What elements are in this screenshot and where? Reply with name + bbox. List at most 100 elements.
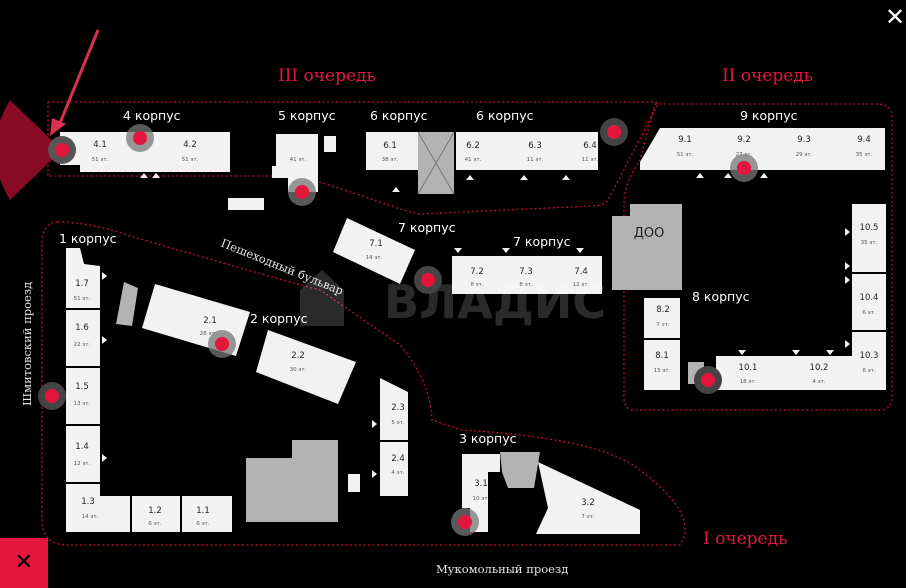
- building-3-2-floors: 7 эт.: [581, 514, 594, 520]
- building-10-3-number: 10.3: [860, 351, 879, 361]
- corpus-5-label: 5 корпус: [278, 108, 336, 123]
- building-9-1-floors: 51 эт.: [677, 152, 694, 158]
- corpus-7a-label: 7 корпус: [398, 220, 456, 235]
- building-3-1-floors: 10 эт.: [473, 496, 490, 502]
- viewpoint-marker[interactable]: [414, 266, 442, 294]
- corpus-1-label: 1 корпус: [59, 231, 117, 246]
- building-1-6-floors: 22 эт.: [74, 342, 91, 348]
- building-8-1[interactable]: 8.1 15 эт.: [644, 340, 680, 390]
- building-1-6[interactable]: 1.6 22 эт.: [66, 310, 100, 366]
- building-10-5-number: 10.5: [860, 223, 879, 233]
- corpus-6b-label: 6 корпус: [476, 108, 534, 123]
- building-1-5-number: 1.5: [75, 382, 89, 392]
- building-6-1[interactable]: 6.1 38 эт.: [366, 132, 418, 170]
- building-7-1[interactable]: 7.1 14 эт.: [333, 218, 415, 284]
- building-2-2[interactable]: 2.2 30 эт.: [256, 330, 356, 404]
- phase-1-title: I очередь: [703, 529, 787, 549]
- building-9-3[interactable]: 9.3 29 эт.: [773, 128, 835, 170]
- viewpoint-markers[interactable]: [38, 118, 758, 536]
- building-10-3[interactable]: 10.3 6 эт.: [852, 332, 886, 390]
- building-7-4-floors: 12 эт.: [573, 282, 590, 288]
- school-block: [246, 440, 338, 522]
- building-10-2[interactable]: 10.2 4 эт.: [785, 356, 852, 390]
- pointer-arrow: [50, 29, 100, 136]
- building-7-2[interactable]: 7.2 8 эт.: [452, 256, 502, 294]
- building-3-2[interactable]: 3.2 7 эт.: [536, 462, 640, 534]
- building-8-2-number: 8.2: [656, 305, 670, 315]
- building-6-2[interactable]: 6.2 41 эт.: [456, 132, 502, 170]
- building-1-2-number: 1.2: [148, 506, 162, 516]
- building-6-1-floors: 38 эт.: [382, 157, 399, 163]
- building-10-1-number: 10.1: [739, 363, 758, 373]
- viewpoint-marker[interactable]: [38, 382, 66, 410]
- viewpoint-marker[interactable]: [730, 154, 758, 182]
- building-7-4[interactable]: 7.4 12 эт.: [552, 256, 602, 294]
- building-7-1-number: 7.1: [369, 239, 383, 249]
- building-6-3-number: 6.3: [528, 141, 542, 151]
- building-9-1[interactable]: 9.1 51 эт.: [640, 128, 715, 170]
- building-2-3-number: 2.3: [391, 403, 405, 413]
- building-1-4-number: 1.4: [75, 442, 89, 452]
- building-10-3-floors: 6 эт.: [862, 368, 875, 374]
- viewpoint-marker[interactable]: [126, 124, 154, 152]
- building-8-2[interactable]: 8.2 7 эт.: [644, 298, 680, 338]
- building-6-3-floors: 11 эт.: [527, 157, 544, 163]
- building-5-floors: 41 эт.: [290, 157, 307, 163]
- building-10-4[interactable]: 10.4 6 эт.: [852, 274, 886, 330]
- viewpoint-marker[interactable]: [694, 366, 722, 394]
- viewpoint-marker[interactable]: [208, 330, 236, 358]
- building-10-5[interactable]: 10.5 35 эт.: [852, 204, 886, 272]
- building-10-5-floors: 35 эт.: [861, 240, 878, 246]
- entrance-markers: [102, 173, 850, 478]
- building-2-1-floors: 28 эт.: [200, 331, 217, 337]
- doo-building[interactable]: ДОО: [612, 204, 682, 290]
- viewpoint-marker[interactable]: [451, 508, 479, 536]
- building-4-1-number: 4.1: [93, 140, 107, 150]
- doo-label: ДОО: [634, 226, 665, 241]
- building-2-4-floors: 4 эт.: [391, 470, 404, 476]
- building-9-4-number: 9.4: [857, 135, 871, 145]
- building-1-7[interactable]: 1.7 51 эт.: [66, 248, 100, 308]
- corpus-4-label: 4 корпус: [123, 108, 181, 123]
- corpus-9-label: 9 корпус: [740, 108, 798, 123]
- building-6-2-floors: 41 эт.: [465, 157, 482, 163]
- building-1-4[interactable]: 1.4 12 эт.: [66, 426, 100, 482]
- building-2-3-floors: 5 эт.: [391, 420, 404, 426]
- building-1-3-floors: 14 эт.: [82, 514, 99, 520]
- building-1-2[interactable]: 1.2 6 эт.: [132, 496, 180, 532]
- building-10-2-floors: 4 эт.: [812, 379, 825, 385]
- building-7-3[interactable]: 7.3 8 эт.: [502, 256, 552, 294]
- building-4-2[interactable]: 4.2 51 эт.: [150, 132, 230, 172]
- corpus-3-label: 3 корпус: [459, 431, 517, 446]
- building-2-4[interactable]: 2.4 4 эт.: [380, 442, 408, 496]
- building-6-gallery: [417, 131, 455, 195]
- building-7-2-number: 7.2: [470, 267, 484, 277]
- building-1-2-floors: 6 эт.: [148, 521, 161, 527]
- building-1-7-floors: 51 эт.: [74, 296, 91, 302]
- viewpoint-marker[interactable]: [288, 178, 316, 206]
- building-5[interactable]: 41 эт.: [272, 134, 318, 192]
- active-viewpoint[interactable]: [0, 100, 76, 200]
- building-7-3-floors: 8 эт.: [519, 282, 532, 288]
- corpus-7b-label: 7 корпус: [513, 234, 571, 249]
- collapse-button[interactable]: ✕: [0, 538, 48, 588]
- building-4-1[interactable]: 4.1 51 эт.: [60, 132, 120, 172]
- building-2-3[interactable]: 2.3 5 эт.: [380, 378, 408, 440]
- building-1-1[interactable]: 1.1 6 эт.: [182, 496, 232, 532]
- building-3-1-number: 3.1: [474, 479, 488, 489]
- close-button[interactable]: ✕: [884, 3, 906, 31]
- building-9-4[interactable]: 9.4 35 эт.: [835, 128, 885, 170]
- corpus-6a-label: 6 корпус: [370, 108, 428, 123]
- building-6-4[interactable]: 6.4 11 эт.: [552, 132, 599, 170]
- building-3-core: [500, 452, 540, 488]
- building-10-4-floors: 6 эт.: [862, 310, 875, 316]
- building-10-1-floors: 18 эт.: [740, 379, 757, 385]
- building-7-1-floors: 14 эт.: [366, 255, 383, 261]
- building-1-5[interactable]: 1.5 13 эт.: [66, 368, 100, 424]
- building-1-3[interactable]: 1.3 14 эт.: [66, 484, 130, 532]
- viewpoint-marker[interactable]: [600, 118, 628, 146]
- building-1-1-number: 1.1: [196, 506, 210, 516]
- building-6-3[interactable]: 6.3 11 эт.: [502, 132, 552, 170]
- building-10-1[interactable]: 10.1 18 эт.: [716, 356, 785, 390]
- building-9-3-floors: 29 эт.: [796, 152, 813, 158]
